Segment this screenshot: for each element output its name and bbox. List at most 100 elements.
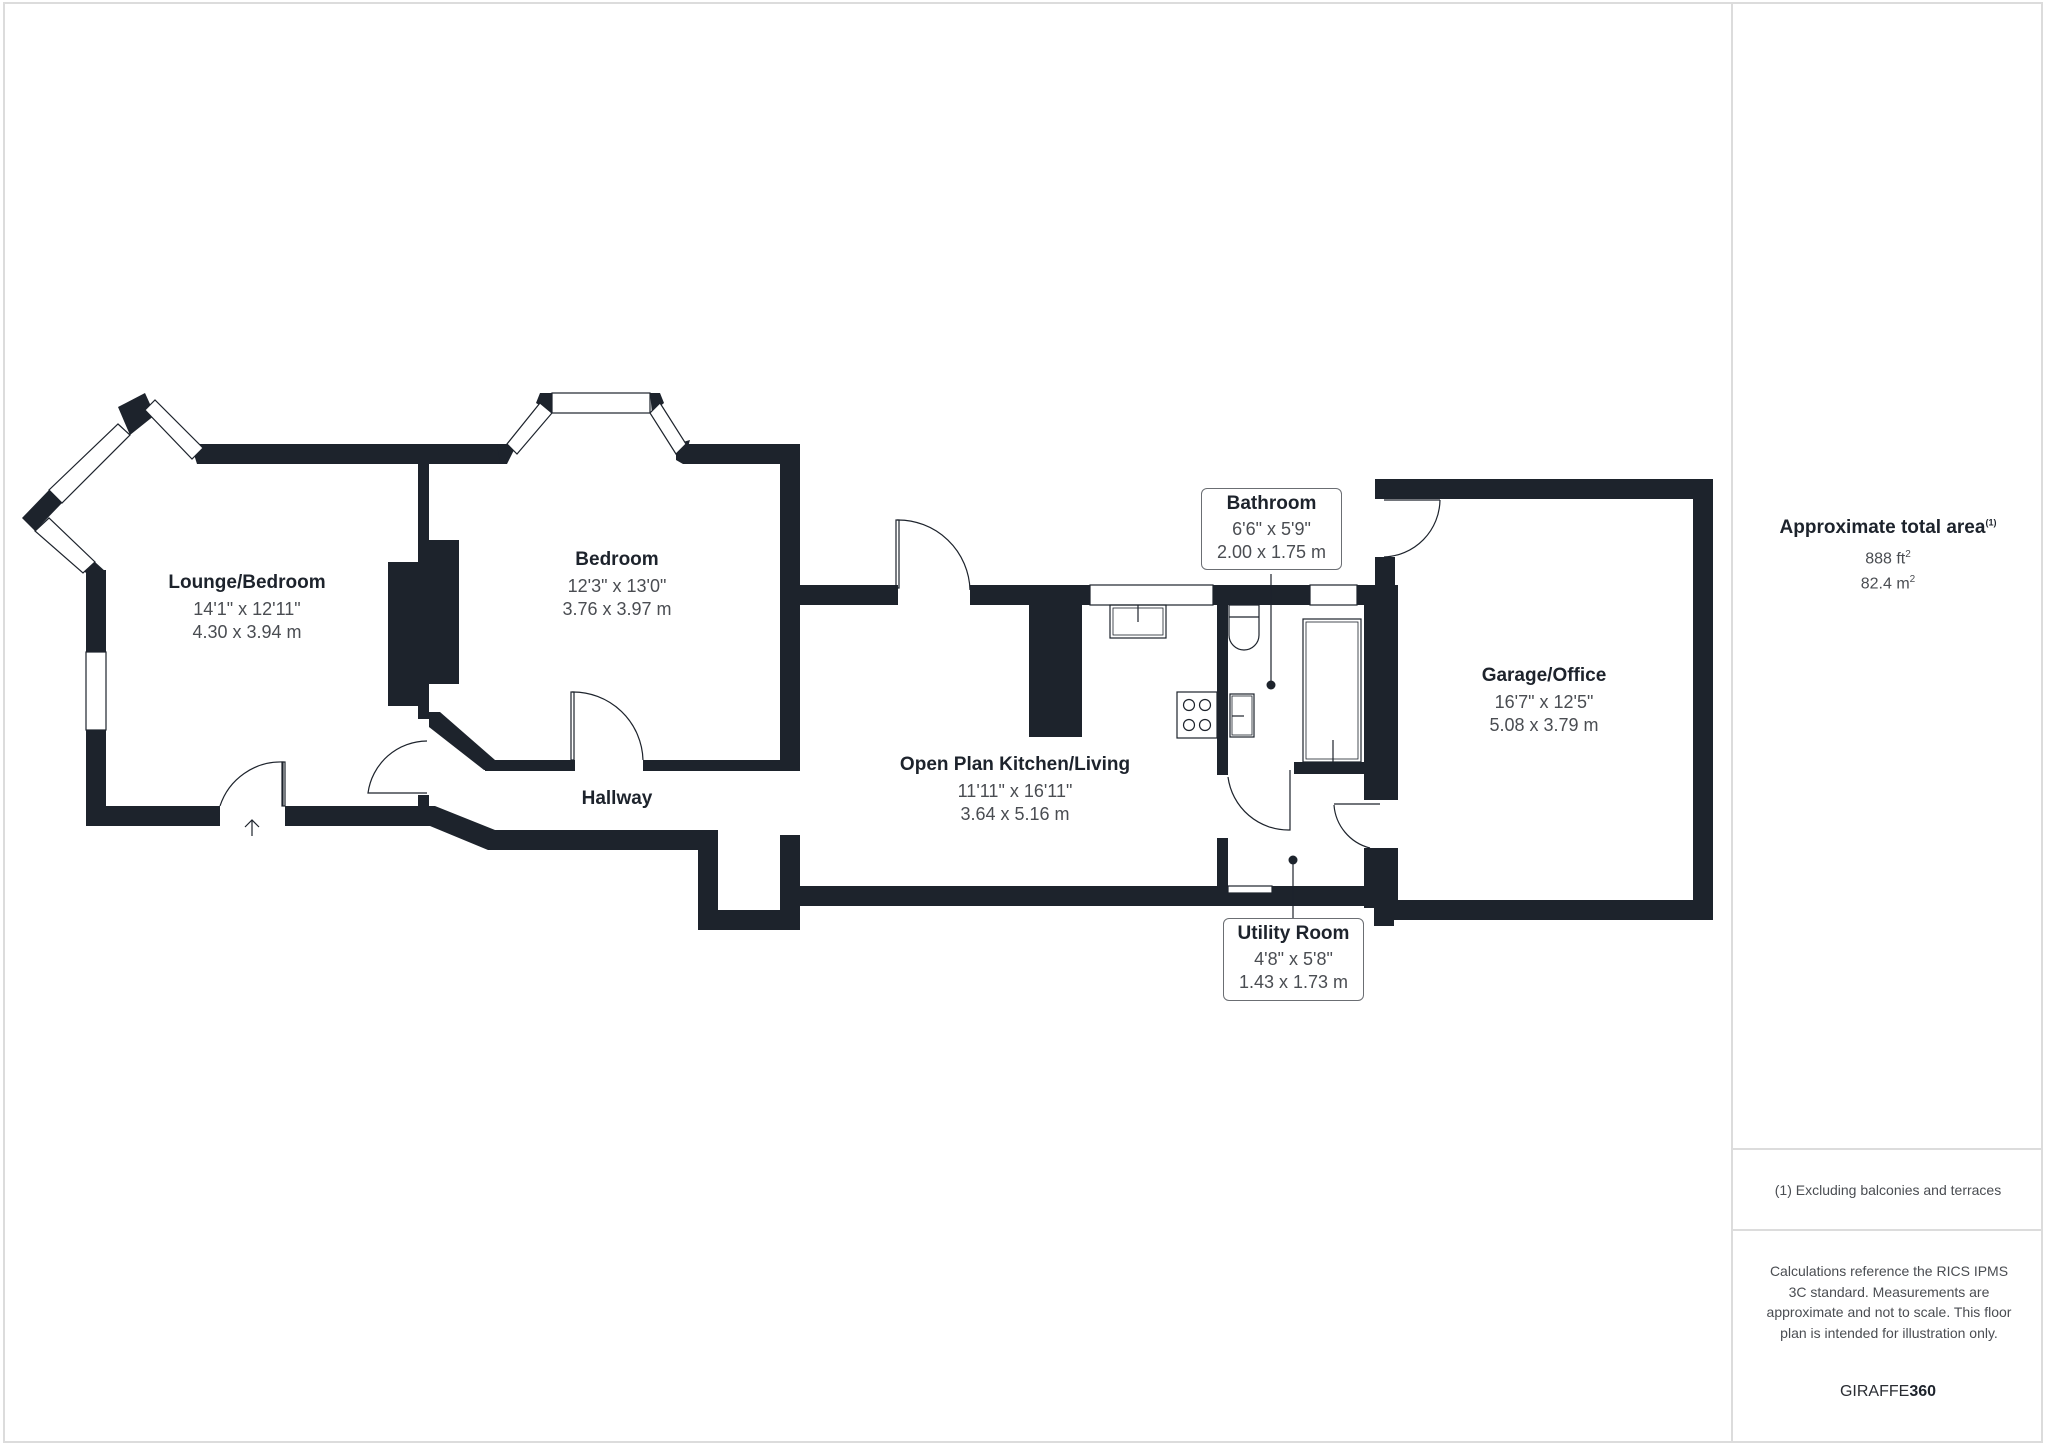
area-sqft-sup: 2	[1905, 549, 1911, 560]
door-bedroom-leaf	[570, 691, 575, 761]
room-utility: Utility Room 4'8" x 5'8" 1.43 x 1.73 m	[1223, 918, 1364, 1001]
windows	[34, 392, 1358, 894]
footnote-text: (1) Excluding balconies and terraces	[1774, 1182, 2002, 1198]
wall-hall-bump-left	[698, 830, 718, 930]
room-dim-metric: 2.00 x 1.75 m	[1216, 542, 1327, 562]
wall-garage-right	[1693, 479, 1713, 920]
room-name: Hallway	[581, 788, 653, 809]
wall-hall-bump-bottom	[698, 910, 800, 930]
wall-garage-left-lower	[1375, 848, 1395, 920]
door-kitchen-back-leaf	[895, 519, 900, 589]
info-sidebar: Approximate total area(1) 888 ft2 82.4 m…	[1731, 2, 2043, 1443]
brand-suffix: 360	[1909, 1383, 1937, 1400]
wall-lounge-bay-left	[22, 490, 62, 531]
wall-hallway-diagonal	[360, 806, 495, 850]
wall-kitchen-right-lower	[1217, 838, 1228, 898]
room-lounge-bedroom: Lounge/Bedroom 14'1" x 12'11" 4.30 x 3.9…	[168, 572, 325, 644]
door-bathroom[interactable]	[1227, 770, 1291, 831]
room-kitchen-living: Open Plan Kitchen/Living 11'11" x 16'11"…	[900, 754, 1130, 826]
wall-bath-top	[1213, 585, 1310, 605]
room-dim-metric: 4.30 x 3.94 m	[192, 622, 302, 642]
area-sqm-value: 82.4 m	[1860, 575, 1910, 593]
total-area-sqft: 888 ft2	[1733, 549, 2043, 568]
door-utility-garage[interactable]	[1333, 804, 1371, 849]
wall-bedroom-diagonal	[429, 712, 495, 770]
room-name: Bedroom	[575, 549, 659, 570]
wall-top-lounge	[197, 444, 507, 464]
room-dim-imperial: 6'6" x 5'9"	[1232, 519, 1311, 539]
wall-garage-bottom	[1375, 900, 1713, 920]
sidebar-divider	[1733, 1148, 2043, 1150]
room-hallway: Hallway	[582, 788, 653, 810]
wall-bedroom-bay-topright	[650, 393, 664, 413]
hob	[1176, 691, 1218, 739]
wall-hallway-bottom	[488, 830, 710, 850]
wall-kitchen-bottom	[780, 886, 1380, 906]
room-dim-metric: 3.64 x 5.16 m	[960, 804, 1070, 824]
room-dim-metric: 3.76 x 3.97 m	[562, 599, 672, 619]
wall-bedroom-bottom-right	[643, 760, 800, 771]
room-name: Open Plan Kitchen/Living	[899, 754, 1131, 775]
page-frame	[3, 2, 2043, 1443]
window-lounge-bay-left	[34, 517, 96, 574]
wall-kitchen-right-upper	[1217, 605, 1228, 775]
wall-kitchen-top-left	[780, 585, 898, 605]
brand-prefix: GIRAFFE	[1839, 1383, 1910, 1400]
brand-logo: GIRAFFE360	[1733, 1383, 2043, 1401]
room-dim-metric: 1.43 x 1.73 m	[1238, 972, 1349, 992]
wall-bedroom-right	[780, 444, 800, 771]
hob-ring	[1182, 698, 1196, 712]
wall-lounge-bottom-left	[86, 806, 220, 826]
wall-bedroom-bay-topleft	[536, 393, 552, 413]
room-name: Utility Room	[1237, 923, 1350, 944]
chimney-right	[418, 540, 459, 684]
room-dim-imperial: 16'7" x 12'5"	[1494, 692, 1594, 712]
room-garage-office: Garage/Office 16'7" x 12'5" 5.08 x 3.79 …	[1482, 665, 1607, 737]
fixtures	[1109, 574, 1362, 918]
wall-lounge-bay-corner-top	[118, 393, 155, 435]
door-garage[interactable]	[1383, 499, 1441, 558]
wall-top-bedroom-right	[683, 444, 800, 464]
window-lounge-bay-top	[144, 399, 204, 460]
door-front[interactable]	[219, 761, 284, 807]
wall-bath-bottom	[1294, 762, 1370, 774]
wall-hall-bump-right	[780, 835, 800, 930]
footnote-ref: (1)	[1985, 517, 1997, 528]
door-kitchen-back[interactable]	[896, 519, 971, 591]
wall-lounge-left-lower	[86, 730, 106, 826]
room-dim-imperial: 4'8" x 5'8"	[1254, 949, 1333, 969]
room-dim-imperial: 11'11" x 16'11"	[957, 781, 1073, 801]
bathroom-basin	[1229, 693, 1255, 738]
room-dim-imperial: 14'1" x 12'11"	[193, 599, 301, 619]
room-bedroom: Bedroom 12'3" x 13'0" 3.76 x 3.97 m	[562, 549, 671, 621]
sidebar-divider	[1733, 1229, 2043, 1231]
window-bedroom-bay-right	[649, 402, 687, 455]
total-area-label: Approximate total area	[1779, 517, 1986, 538]
leader-dots	[1266, 680, 1298, 865]
window-kitchen	[1089, 584, 1214, 606]
window-bedroom-bay-left	[506, 402, 553, 455]
window-utility	[1227, 885, 1273, 894]
entrance-arrow-icon	[244, 819, 260, 836]
floor-plan	[22, 392, 1713, 930]
doors	[219, 499, 1441, 849]
disclaimer-text: Calculations reference the RICS IPMS 3C …	[1766, 1263, 2012, 1341]
door-lounge-hall[interactable]	[367, 740, 428, 794]
total-area-title: Approximate total area(1)	[1733, 517, 2043, 539]
door-bedroom[interactable]	[571, 691, 644, 761]
wall-garage-top	[1375, 479, 1713, 499]
area-sqm-sup: 2	[1909, 574, 1916, 586]
room-name: Garage/Office	[1481, 665, 1607, 686]
room-dim-metric: 5.08 x 3.79 m	[1489, 715, 1599, 735]
window-lounge-left	[85, 651, 107, 731]
bathroom-leader-dot	[1266, 680, 1276, 690]
room-name: Bathroom	[1226, 493, 1317, 514]
wall-bedroom-bottom-left	[485, 760, 575, 771]
kitchen-pillar	[1029, 585, 1082, 737]
room-name: Lounge/Bedroom	[168, 572, 326, 593]
bathtub	[1302, 618, 1362, 763]
door-front-leaf	[281, 761, 286, 807]
room-bathroom: Bathroom 6'6" x 5'9" 2.00 x 1.75 m	[1201, 488, 1342, 570]
wall-lounge-left-upper	[86, 570, 106, 658]
walls	[22, 393, 1713, 930]
